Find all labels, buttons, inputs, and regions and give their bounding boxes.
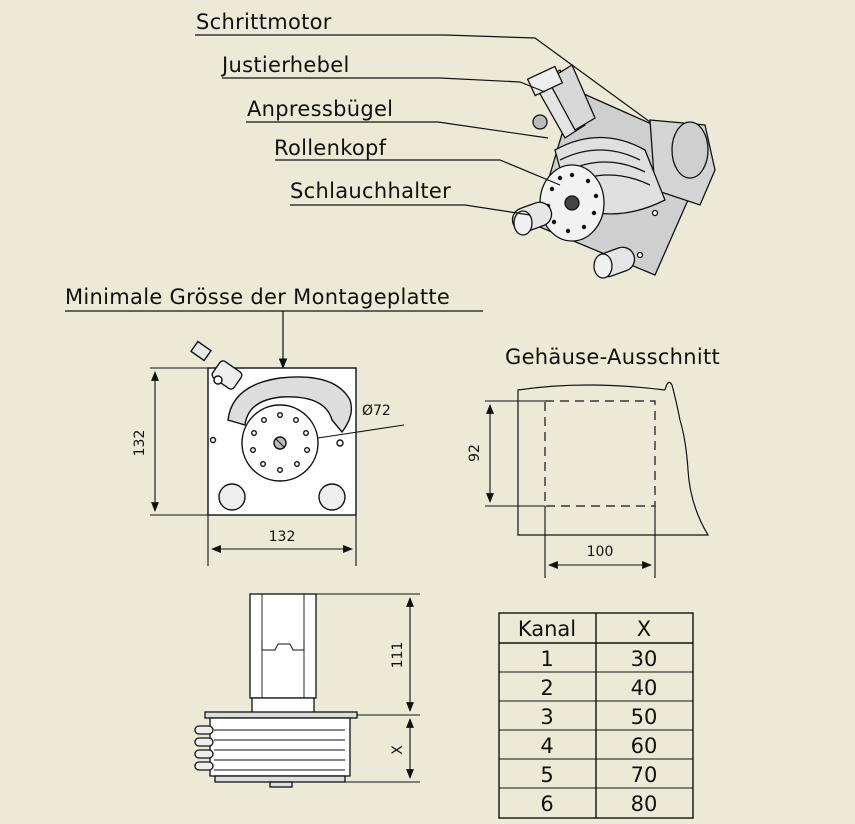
cutout-width-value: 100 <box>587 544 614 560</box>
diameter-leader <box>317 424 405 439</box>
callout-labels <box>195 34 651 216</box>
table-cell-x: 80 <box>631 792 658 816</box>
table-cell-x: 30 <box>631 647 658 671</box>
front-view-plate <box>190 340 357 516</box>
cutout-height-dimension <box>485 400 545 507</box>
cutout-width-dimension <box>544 506 656 578</box>
callout-schrittmotor: Schrittmotor <box>196 10 332 34</box>
diameter-label: Ø72 <box>362 403 391 419</box>
table-cell-x: 70 <box>631 763 658 787</box>
side-motor-dimension <box>316 593 420 716</box>
cutout-title: Gehäuse-Ausschnitt <box>505 345 720 369</box>
pump-isometric-illustration <box>511 64 716 279</box>
table-cell-kanal: 1 <box>540 647 553 671</box>
channel-table: Kanal X 1 30 2 40 3 50 4 60 5 70 6 80 <box>498 612 694 819</box>
table-header-x: X <box>637 617 651 641</box>
callout-justierhebel: Justierhebel <box>220 53 350 77</box>
side-motor-value: 111 <box>390 642 406 669</box>
front-height-value: 132 <box>132 430 148 457</box>
table-cell-x: 50 <box>631 705 658 729</box>
table-cell-x: 60 <box>631 734 658 758</box>
callout-schlauchhalter: Schlauchhalter <box>290 179 451 203</box>
side-view-pump <box>194 593 358 788</box>
cutout-height-value: 92 <box>467 444 483 462</box>
side-channel-value: X <box>390 745 406 755</box>
front-view-title: Minimale Grösse der Montageplatte <box>65 285 450 309</box>
table-cell-x: 40 <box>631 676 658 700</box>
front-width-dimension <box>207 515 357 566</box>
table-header-kanal: Kanal <box>518 617 576 641</box>
front-width-value: 132 <box>269 529 296 545</box>
table-cell-kanal: 4 <box>540 734 553 758</box>
table-cell-kanal: 5 <box>540 763 553 787</box>
callout-rollenkopf: Rollenkopf <box>274 136 387 160</box>
table-cell-kanal: 3 <box>540 705 553 729</box>
callout-anpressbuegel: Anpressbügel <box>247 97 393 121</box>
cutout-housing <box>517 381 710 536</box>
side-channel-dimension <box>345 718 420 783</box>
front-height-dimension <box>150 367 208 516</box>
table-cell-kanal: 2 <box>540 676 553 700</box>
table-cell-kanal: 6 <box>540 792 553 816</box>
